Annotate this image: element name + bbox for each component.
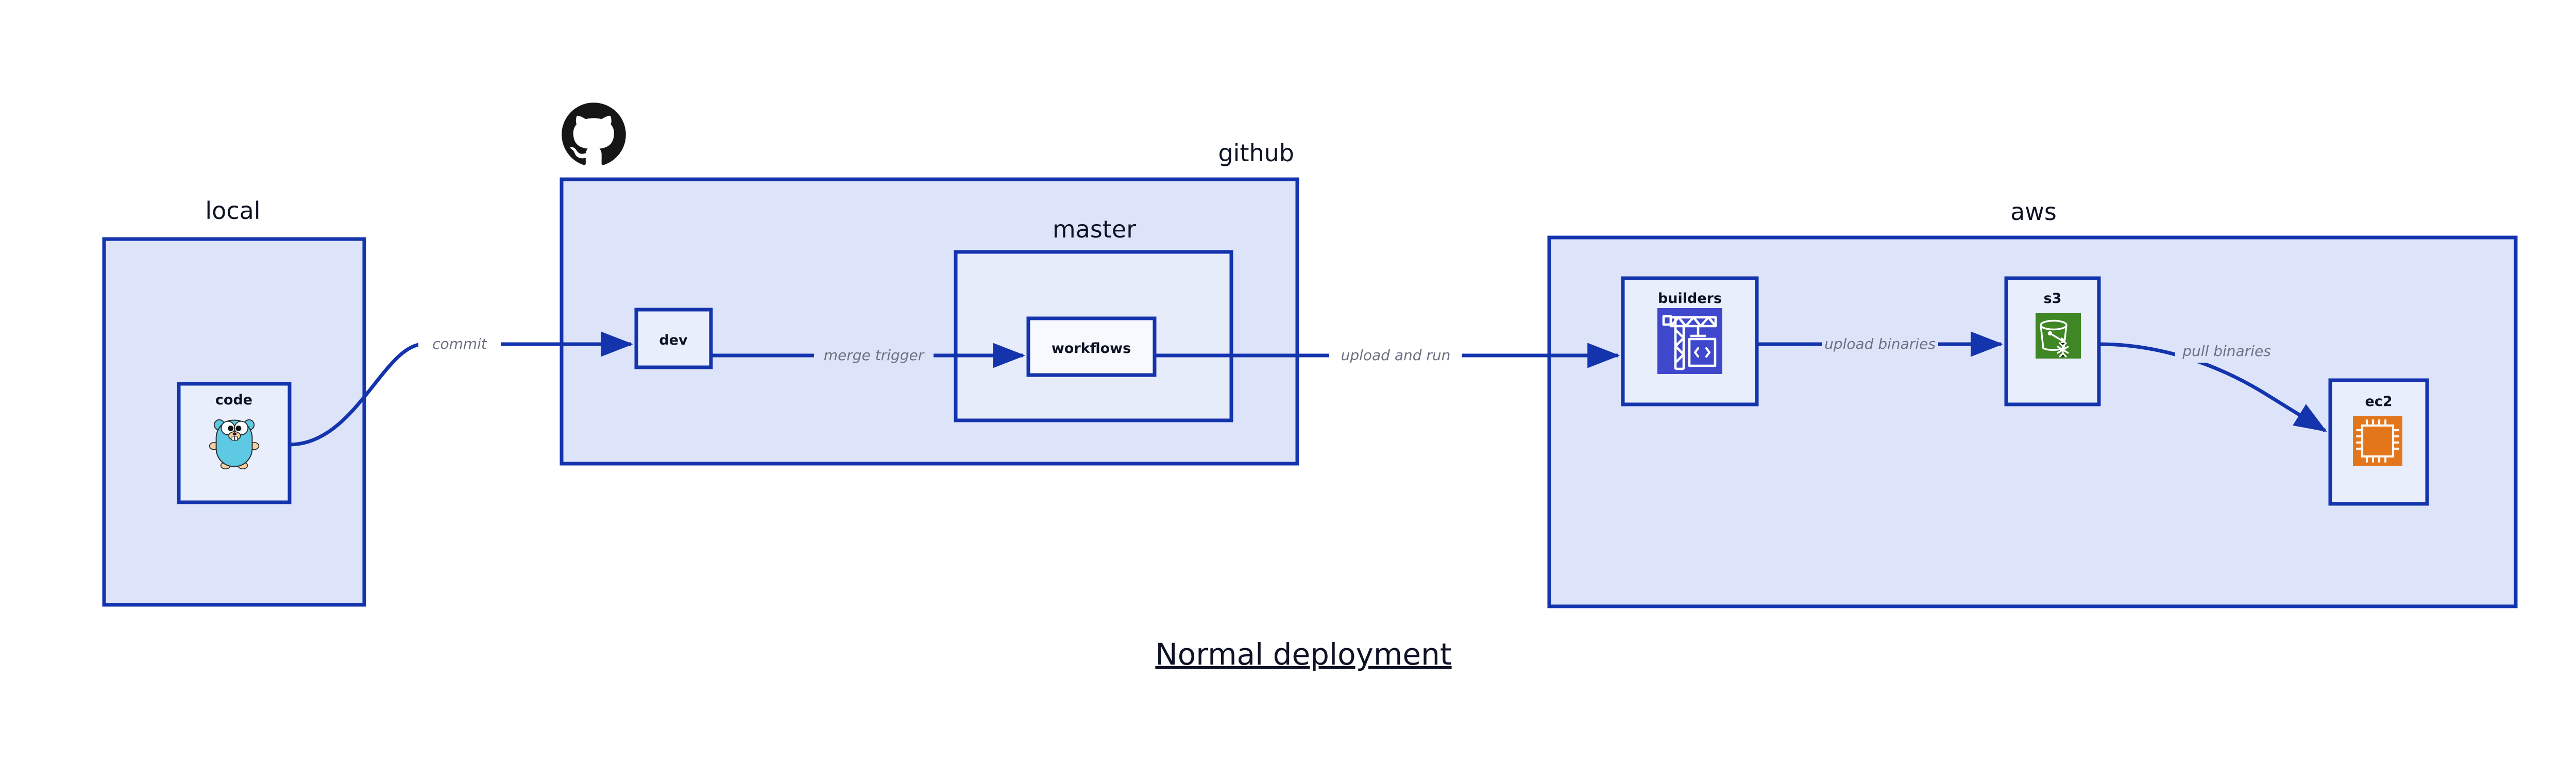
node-code[interactable]: code [177, 382, 292, 504]
node-ec2-label: ec2 [2365, 394, 2392, 410]
node-s3[interactable]: s3 [2004, 276, 2101, 406]
node-workflows-label: workflows [1052, 341, 1131, 356]
edge-pull-binaries: pull binaries [2098, 341, 2327, 432]
aws-ec2-chip-icon [2353, 416, 2402, 466]
node-workflows[interactable]: workflows [1026, 316, 1157, 377]
node-workflows-box[interactable] [1026, 316, 1157, 377]
edge-merge-trigger-label: merge trigger [824, 347, 925, 364]
edge-merge-trigger: merge trigger [711, 343, 1026, 368]
node-dev[interactable]: dev [634, 308, 713, 369]
aws-builders-crane-icon [1657, 308, 1722, 374]
group-master-title: master [1053, 215, 1136, 243]
node-ec2[interactable]: ec2 [2328, 378, 2429, 506]
group-github-title: github [1218, 139, 1294, 167]
group-local-title: local [205, 197, 260, 225]
node-builders[interactable]: builders [1621, 276, 1759, 406]
edge-upload-and-run-label: upload and run [1341, 347, 1451, 364]
node-builders-label: builders [1658, 291, 1722, 307]
edge-commit: commit [289, 331, 634, 447]
edge-commit-label: commit [432, 335, 487, 352]
node-code-label: code [215, 392, 252, 408]
edge-pull-binaries-label: pull binaries [2182, 343, 2271, 360]
go-gopher-icon [209, 419, 260, 469]
edge-upload-and-run: upload and run [1155, 343, 1620, 368]
diagram-title: Normal deployment [1155, 637, 1451, 672]
aws-s3-bucket-icon [2036, 313, 2081, 359]
edge-upload-binaries: upload binaries [1757, 331, 2004, 357]
node-s3-label: s3 [2044, 291, 2062, 307]
node-dev-label: dev [659, 332, 688, 348]
edge-upload-binaries-label: upload binaries [1824, 335, 1936, 352]
node-dev-box[interactable] [634, 308, 713, 369]
github-octocat-icon [562, 103, 626, 165]
group-aws-title: aws [2010, 198, 2057, 226]
